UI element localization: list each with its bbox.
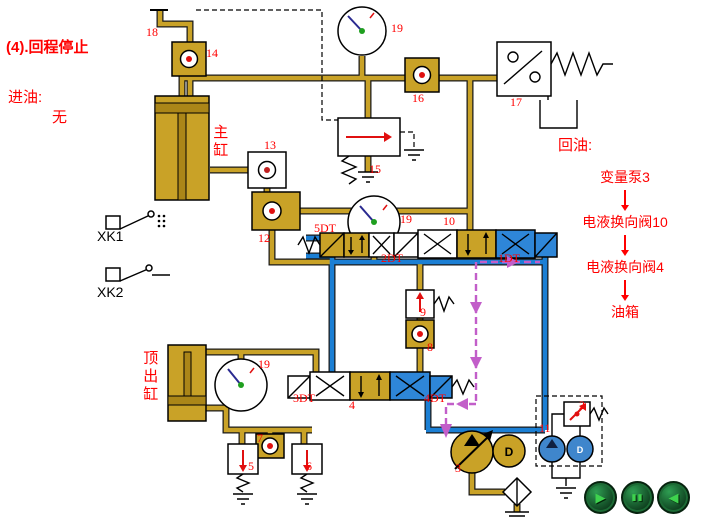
relief-valve-6 bbox=[291, 443, 323, 505]
intake-value: 无 bbox=[52, 109, 68, 126]
component-number: 9 bbox=[420, 305, 426, 319]
limit-switch-xk1 bbox=[105, 210, 166, 230]
check-valve-12 bbox=[251, 191, 301, 231]
return-step: 油箱 bbox=[611, 304, 639, 320]
component-number: 12 bbox=[258, 231, 270, 245]
return-step: 电液换向阀4 bbox=[586, 259, 664, 275]
relief-valve-15 bbox=[337, 117, 424, 185]
part-label: 主缸 bbox=[211, 124, 229, 160]
component-number: 2 bbox=[579, 398, 585, 412]
part-label: XK2 bbox=[97, 284, 124, 300]
aux-pump-1: D bbox=[566, 435, 594, 463]
relief-valve-5 bbox=[227, 443, 259, 505]
return-steps: 变量泵3 电液换向阀10 电液换向阀4 油箱 bbox=[558, 167, 692, 322]
component-number: 5DT bbox=[314, 221, 336, 235]
intake-label: 进油: bbox=[8, 89, 43, 106]
aux-motor-letter: D bbox=[577, 445, 584, 455]
motor-letter: D bbox=[505, 445, 514, 459]
check-valve-13 bbox=[247, 151, 287, 189]
pressure-gauge-top bbox=[337, 6, 387, 56]
electric-motor: D bbox=[492, 434, 526, 468]
down-arrow-icon bbox=[621, 280, 629, 301]
component-number: 1DT bbox=[498, 251, 520, 265]
component-number: 14 bbox=[206, 46, 218, 60]
component-number: 4DT bbox=[424, 391, 446, 405]
relief-valve-2 bbox=[563, 401, 609, 427]
part-label: XK1 bbox=[97, 228, 124, 244]
component-number: 2DT bbox=[381, 251, 403, 265]
suction-filter bbox=[501, 476, 533, 517]
main-cylinder bbox=[154, 95, 210, 201]
component-number: 7 bbox=[257, 431, 263, 445]
check-valve-8 bbox=[405, 319, 435, 349]
component-number: 3 bbox=[455, 461, 461, 475]
component-number: 19 bbox=[400, 212, 412, 226]
component-number: 11 bbox=[539, 421, 551, 435]
directional-valve-4 bbox=[287, 371, 475, 401]
return-label: 回油: bbox=[558, 137, 593, 154]
component-number: 19 bbox=[258, 357, 270, 371]
return-step: 变量泵3 bbox=[600, 169, 650, 185]
component-number: 6 bbox=[306, 459, 312, 473]
down-arrow-icon bbox=[621, 235, 629, 256]
component-number: 16 bbox=[412, 91, 424, 105]
component-number: 18 bbox=[146, 25, 158, 39]
pilot-flow-lines bbox=[440, 256, 540, 438]
back-button[interactable]: ◀ bbox=[657, 481, 690, 514]
component-number: 15 bbox=[369, 162, 381, 176]
limit-switch-xk2 bbox=[105, 264, 170, 282]
component-number: 8 bbox=[427, 340, 433, 354]
check-valve-7 bbox=[255, 433, 285, 459]
pressure-gauge-bottom bbox=[214, 358, 268, 412]
pause-button[interactable]: ▮▮ bbox=[621, 481, 654, 514]
part-label: 顶出缸 bbox=[141, 350, 159, 404]
ejector-cylinder bbox=[167, 344, 207, 422]
aux-pump-11 bbox=[538, 435, 566, 463]
component-number: 17 bbox=[510, 95, 522, 109]
directional-valve-10 bbox=[297, 229, 558, 259]
component-number: 3DT bbox=[293, 391, 315, 405]
pump-plumbing bbox=[551, 413, 581, 499]
sequence-valve-9 bbox=[405, 289, 455, 319]
check-valve-16 bbox=[404, 57, 440, 93]
down-arrow-icon bbox=[621, 190, 629, 211]
page-title: (4).回程停止 bbox=[6, 39, 89, 56]
component-number: 5 bbox=[248, 459, 254, 473]
drain-lines bbox=[196, 9, 603, 467]
play-button[interactable]: ▶ bbox=[584, 481, 617, 514]
component-number: 19 bbox=[391, 21, 403, 35]
return-path-panel: 回油: 变量泵3 电液换向阀10 电液换向阀4 油箱 bbox=[558, 134, 692, 322]
return-step: 电液换向阀10 bbox=[582, 214, 668, 230]
component-number: 13 bbox=[264, 138, 276, 152]
prefill-valve-14 bbox=[150, 9, 207, 77]
component-number: 10 bbox=[443, 214, 455, 228]
component-number: 4 bbox=[349, 398, 355, 412]
pressure-relay-17 bbox=[496, 41, 613, 129]
